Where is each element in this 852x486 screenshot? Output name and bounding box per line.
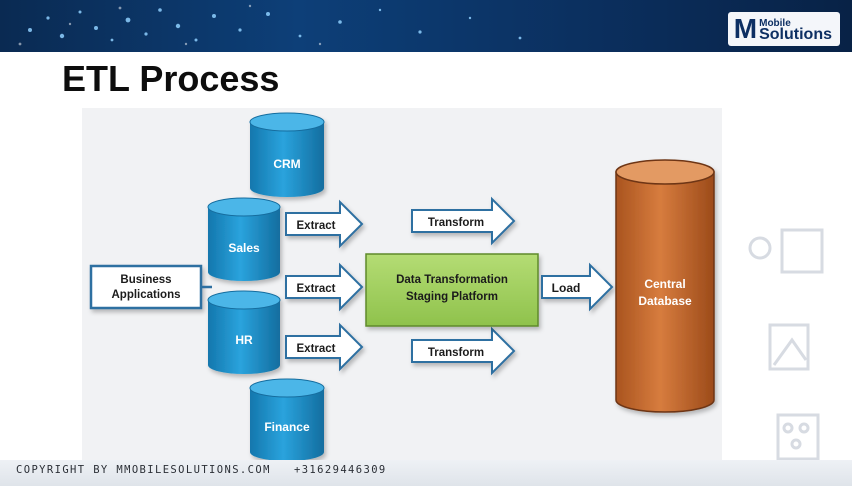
crm-label: CRM (273, 157, 300, 171)
staging-label-line1: Data Transformation (396, 274, 508, 286)
staging-platform-box (365, 253, 539, 327)
hr-label: HR (235, 333, 253, 347)
extract-label-middle: Extract (297, 283, 336, 295)
finance-cylinder (249, 378, 325, 461)
transform-arrow-bottom (411, 326, 516, 376)
staging-label-line2: Staging Platform (406, 291, 498, 303)
extract-arrow-middle (285, 262, 364, 312)
logo-bottom-text: Solutions (759, 26, 832, 43)
sales-label: Sales (228, 241, 260, 255)
logo-wordmark: Mobile Solutions (759, 18, 832, 43)
banner-decoration (18, 4, 522, 46)
extract-arrow-top (285, 199, 364, 249)
page-title: ETL Process (62, 58, 280, 99)
load-label: Load (552, 281, 581, 295)
sales-cylinder (207, 197, 281, 281)
business-applications-label-line2: Applications (111, 289, 180, 301)
header-banner: M Mobile Solutions (0, 0, 852, 52)
central-database-cylinder (615, 159, 715, 413)
logo-top-text: Mobile (759, 18, 791, 29)
footer-bar (0, 460, 852, 486)
copyright-text: COPYRIGHT BY MMOBILESOLUTIONS.COM (16, 464, 271, 476)
central-label-line1: Central (644, 277, 685, 291)
transform-label-top: Transform (428, 217, 484, 229)
transform-arrow-top (411, 196, 516, 246)
load-arrow (541, 262, 614, 312)
phone-number: +31629446309 (293, 464, 387, 476)
background-pictograms (748, 228, 824, 461)
transform-label-bottom: Transform (428, 347, 484, 359)
business-applications-label-line1: Business (120, 274, 171, 286)
extract-label-top: Extract (297, 220, 336, 232)
business-applications-box (89, 264, 203, 310)
finance-label: Finance (264, 420, 310, 434)
central-label-line2: Database (638, 294, 692, 308)
crm-cylinder (249, 112, 325, 197)
hr-cylinder (207, 290, 281, 374)
extract-label-bottom: Extract (297, 343, 336, 355)
extract-arrow-bottom (285, 322, 364, 372)
brand-logo: M Mobile Solutions (727, 12, 840, 46)
copyright-line: COPYRIGHT BY MMOBILESOLUTIONS.COM +31629… (16, 464, 387, 476)
logo-letter: M (733, 13, 758, 44)
